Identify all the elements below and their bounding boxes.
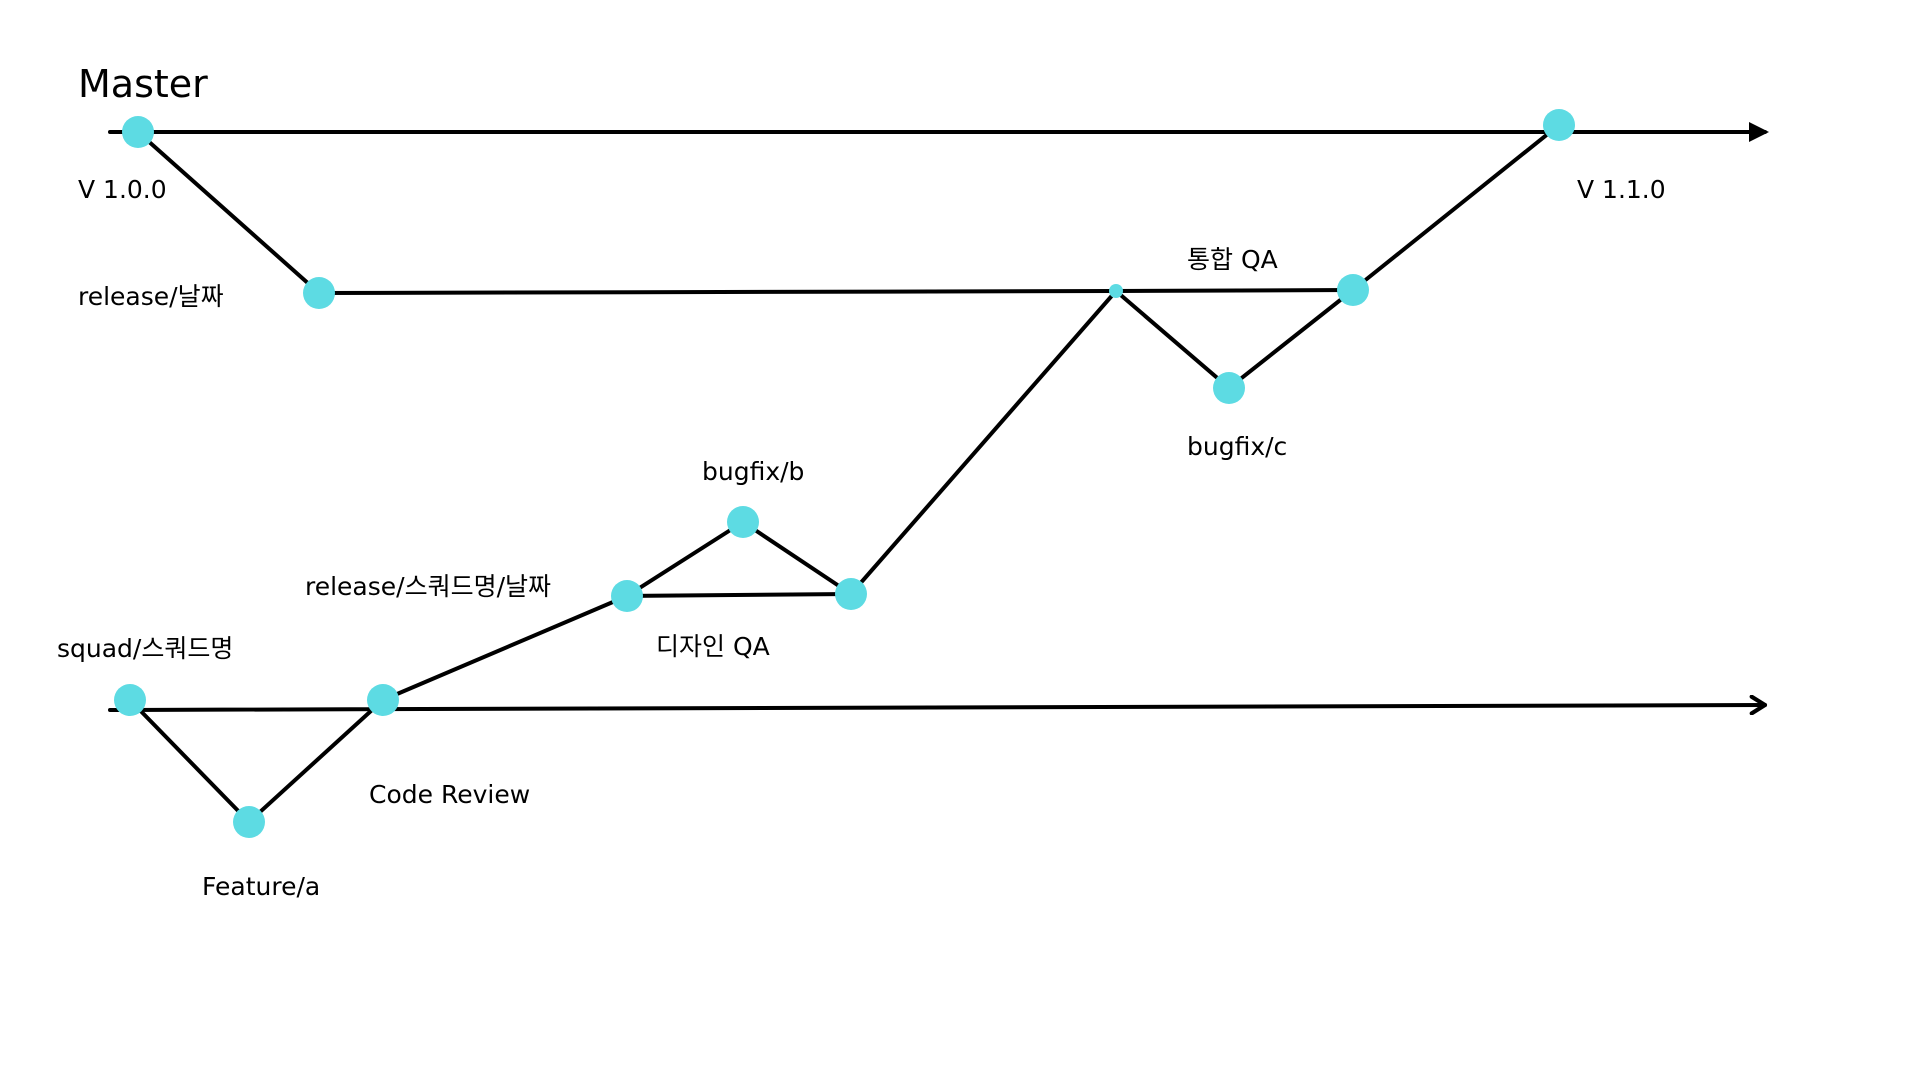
commit-node-bugfix-b xyxy=(727,506,759,538)
squad-branch-line xyxy=(108,705,1765,710)
label-v110: V 1.1.0 xyxy=(1577,175,1666,204)
commit-node-squad-merge xyxy=(367,684,399,716)
commit-node-squad-start xyxy=(114,684,146,716)
annotation-integration-qa: 통합 QA xyxy=(1187,245,1278,274)
edge-master-v100-to-release-date xyxy=(136,130,321,295)
edge-bugfix-c-to-release-final xyxy=(1227,288,1355,390)
edge-squad-merge-to-squad-release xyxy=(381,594,629,702)
edge-release-merge-to-release-final xyxy=(1114,288,1355,293)
commit-node-release-date xyxy=(303,277,335,309)
edge-release-merge-to-bugfix-c xyxy=(1114,289,1231,390)
edge-squad-release-to-squad-release-end xyxy=(625,592,853,598)
edge-squad-release-to-bugfix-b xyxy=(625,520,745,598)
commit-node-squad-release xyxy=(611,580,643,612)
commit-node-squad-release-end xyxy=(835,578,867,610)
label-bugfix-c: bugfix/c xyxy=(1187,432,1287,461)
label-release-date: release/날짜 xyxy=(78,282,224,311)
edge-release-final-to-master-v110 xyxy=(1351,123,1561,292)
label-squad-release: release/스쿼드명/날짜 xyxy=(305,572,551,601)
annotation-code-review: Code Review xyxy=(369,780,530,809)
commit-node-master-v110 xyxy=(1543,109,1575,141)
edge-release-date-to-release-merge xyxy=(317,289,1118,295)
commit-node-release-final xyxy=(1337,274,1369,306)
label-bugfix-b: bugfix/b xyxy=(702,457,804,486)
label-feature-a: Feature/a xyxy=(202,872,320,901)
edge-squad-release-end-to-release-merge xyxy=(849,289,1118,596)
commit-node-master-v100 xyxy=(122,116,154,148)
commit-node-feature-a xyxy=(233,806,265,838)
label-v100: V 1.0.0 xyxy=(78,175,167,204)
edge-bugfix-b-to-squad-release-end xyxy=(741,520,853,596)
edge-squad-start-to-feature-a xyxy=(128,698,251,824)
edge-feature-a-to-squad-merge xyxy=(247,698,385,824)
commit-node-release-merge xyxy=(1109,284,1123,298)
annotation-design-qa: 디자인 QA xyxy=(656,632,770,661)
label-squad-branch: squad/스쿼드명 xyxy=(57,634,233,663)
master-title: Master xyxy=(78,62,208,106)
commit-node-bugfix-c xyxy=(1213,372,1245,404)
